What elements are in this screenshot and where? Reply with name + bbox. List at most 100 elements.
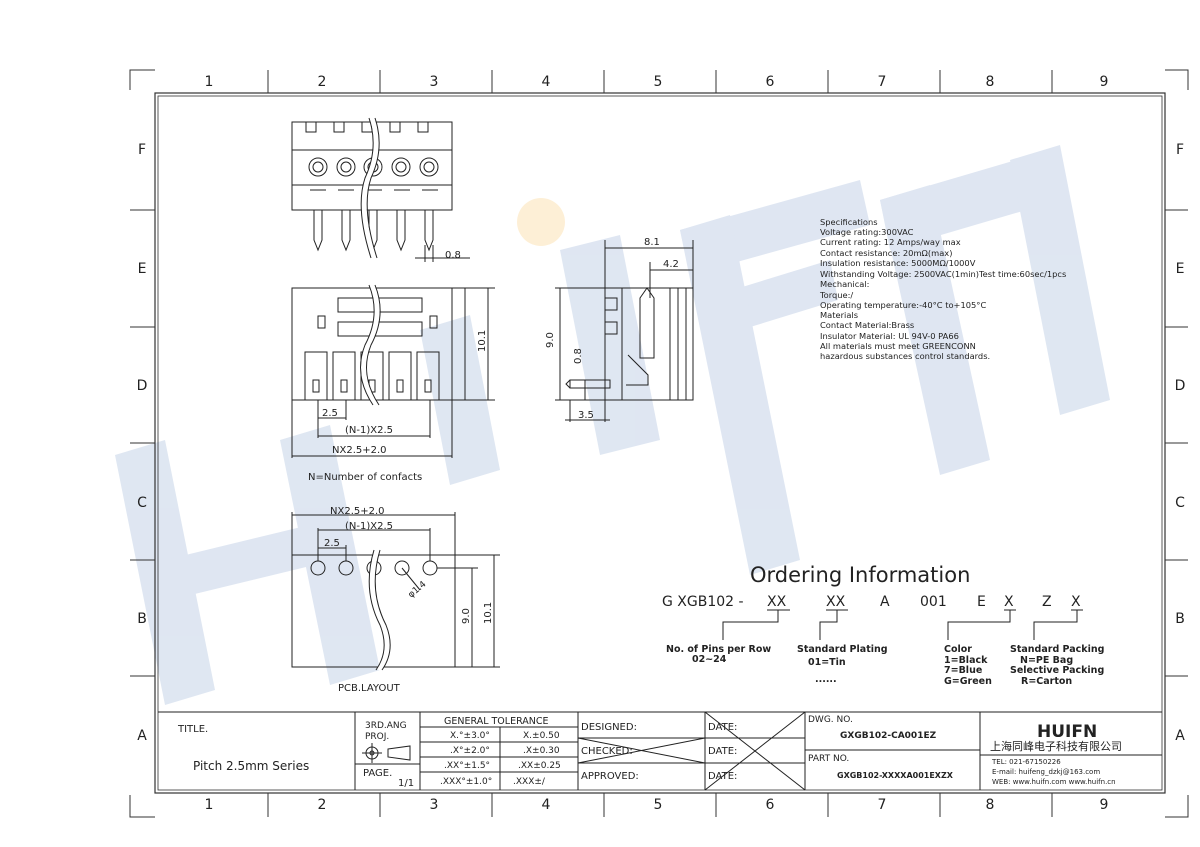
dwg-value: GXGB102-CA001EZ <box>840 731 937 741</box>
col-label: 8 <box>986 74 995 90</box>
col-label: 8 <box>986 797 995 813</box>
color-label: Color <box>944 644 972 655</box>
ordering-legend: No. of Pins per Row 02~24 Standard Plati… <box>666 644 1104 687</box>
date-label: DATE: <box>708 722 737 733</box>
row-label: C <box>137 495 147 511</box>
row-label: E <box>1176 261 1185 277</box>
row-label: F <box>1176 142 1184 158</box>
contacts-note: N=Number of confacts <box>308 472 422 483</box>
pitch-dim: 2.5 <box>322 408 338 419</box>
col-label: 2 <box>318 797 327 813</box>
col-label: 6 <box>766 797 775 813</box>
tolerance-cell: .XXX±/ <box>513 777 546 787</box>
pcb-h1-dim: 9.0 <box>461 608 472 624</box>
date-label: DATE: <box>708 746 737 757</box>
front-view <box>291 117 470 262</box>
span-pitch-dim: (N-1)X2.5 <box>345 425 393 436</box>
title-label: TITLE. <box>177 724 208 735</box>
row-label: F <box>138 142 146 158</box>
code-001: 001 <box>920 594 947 610</box>
company-logo: HUIFN <box>1037 722 1097 742</box>
col-label: 6 <box>766 74 775 90</box>
code-a: A <box>880 594 890 610</box>
pcb-span-dim: (N-1)X2.5 <box>345 521 393 532</box>
proj-label-2: PROJ. <box>365 732 389 742</box>
watermark <box>115 145 1110 705</box>
watermark-dot <box>517 198 565 246</box>
code-packing: X <box>1071 594 1081 610</box>
row-label: B <box>137 611 147 627</box>
grid-labels: 1 2 3 4 5 6 7 8 9 1 2 3 4 5 6 7 8 9 F E … <box>137 74 1186 813</box>
col-label: 9 <box>1100 74 1109 90</box>
tolerance-cell: X.±0.50 <box>523 731 560 741</box>
ordering-leaders <box>722 609 1083 640</box>
code-color: X <box>1004 594 1014 610</box>
plating-value: 01=Tin <box>808 657 846 668</box>
col-label: 1 <box>205 797 214 813</box>
company-name: 上海同峰电子科技有限公司 <box>990 739 1122 753</box>
col-label: 3 <box>430 797 439 813</box>
height-dim: 10.1 <box>477 330 488 352</box>
pins-label: No. of Pins per Row <box>666 644 771 655</box>
tolerance-cell: X.°±3.0° <box>450 731 490 741</box>
front-view-contacts <box>308 157 439 177</box>
packing-value: Selective Packing <box>1010 665 1104 676</box>
pcb-label: PCB.LAYOUT <box>338 683 401 694</box>
spec-line: Specifications <box>820 217 878 227</box>
col-label: 7 <box>878 797 887 813</box>
spec-line: Withstanding Voltage: 2500VAC(1min)Test … <box>820 269 1066 279</box>
page-value: 1/1 <box>398 778 414 789</box>
grid-ticks <box>130 70 1188 817</box>
spec-line: Torque:/ <box>819 290 853 300</box>
row-label: A <box>1175 728 1185 744</box>
spec-line: hazardous substances control standards. <box>820 351 990 361</box>
plating-label: Standard Plating <box>797 644 888 655</box>
proj-label: 3RD.ANG <box>365 721 407 731</box>
side-width-dim: 8.1 <box>644 237 660 248</box>
tolerance-cell: .X°±2.0° <box>450 746 490 756</box>
total-width-dim: NX2.5+2.0 <box>332 445 387 456</box>
tolerance-cell: .X±0.30 <box>523 746 560 756</box>
ordering-code: G XGB102 - XX XX A 001 E X Z X <box>662 594 1081 610</box>
row-label: E <box>138 261 147 277</box>
hole-dia-dim: φ1.4 <box>407 579 429 600</box>
spec-line: Operating temperature:-40°C to+105°C <box>820 300 986 310</box>
spec-line: Current rating: 12 Amps/way max <box>820 237 961 247</box>
title-block <box>158 711 1162 791</box>
tolerance-cell: .XX°±1.5° <box>444 761 490 771</box>
col-label: 9 <box>1100 797 1109 813</box>
code-z: Z <box>1042 594 1052 610</box>
color-value: G=Green <box>944 676 992 687</box>
plating-more: ...... <box>815 674 837 685</box>
pcb-total-dim: NX2.5+2.0 <box>330 506 385 517</box>
spec-line: Contact Material:Brass <box>820 320 914 330</box>
part-value: GXGB102-XXXXA001EXZX <box>837 771 954 780</box>
page-label: PAGE. <box>363 768 392 779</box>
packing-value: N=PE Bag <box>1020 655 1073 666</box>
bottom-view <box>291 284 495 458</box>
specifications: Specifications Voltage rating:300VAC Cur… <box>819 217 1066 361</box>
front-view-pins <box>313 210 434 252</box>
col-label: 7 <box>878 74 887 90</box>
code-plating: XX <box>826 594 846 610</box>
pins-range: 02~24 <box>692 654 727 665</box>
tolerance-header: GENERAL TOLERANCE <box>444 716 549 727</box>
row-label: C <box>1175 495 1185 511</box>
row-label: B <box>1175 611 1185 627</box>
spec-line: Insulator Material: UL 94V-0 PA66 <box>820 331 959 341</box>
color-value: 7=Blue <box>944 665 982 676</box>
col-label: 5 <box>654 74 663 90</box>
col-label: 3 <box>430 74 439 90</box>
pcb-layout <box>291 512 500 672</box>
code-prefix: G XGB102 - <box>662 594 744 610</box>
approved-label: APPROVED: <box>581 771 639 782</box>
row-label: A <box>137 728 147 744</box>
code-pins: XX <box>767 594 787 610</box>
part-label: PART NO. <box>808 754 849 764</box>
spec-line: Voltage rating:300VAC <box>820 227 914 237</box>
tolerance-cell: .XX±0.25 <box>518 761 561 771</box>
company-email: E-mail: huifeng_dzkj@163.com <box>992 768 1100 776</box>
company-web: WEB: www.huifn.com www.huifn.cn <box>992 778 1116 786</box>
pin-width-dim: 0.8 <box>445 250 461 261</box>
